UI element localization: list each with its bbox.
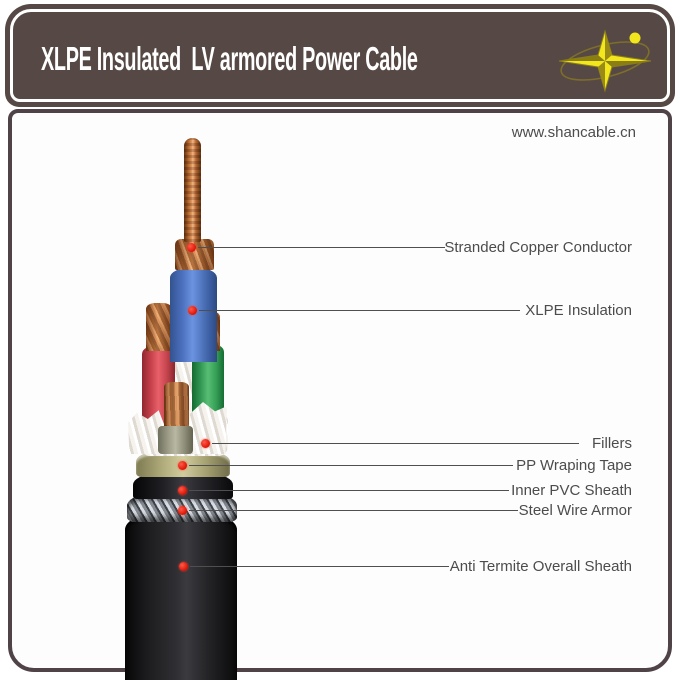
callout-line (189, 465, 513, 466)
callout-dot-icon (187, 243, 196, 252)
callout-label: PP Wraping Tape (516, 457, 632, 474)
cable-bare-copper-wire (184, 138, 201, 242)
callout-label: Steel Wire Armor (518, 502, 632, 519)
callout-dot-icon (188, 306, 197, 315)
callout-dot-icon (178, 506, 187, 515)
callout-label: Anti Termite Overall Sheath (449, 558, 632, 575)
cable-center-core-sheath (158, 426, 193, 454)
callout-line (189, 510, 518, 511)
callout-label: Stranded Copper Conductor (444, 239, 632, 256)
callout-dot-icon (179, 562, 188, 571)
callout-label: Inner PVC Sheath (511, 482, 632, 499)
callout-label: Fillers (592, 435, 632, 452)
callout-line (198, 247, 445, 248)
website-url: www.shancable.cn (511, 124, 636, 141)
callout-dot-icon (201, 439, 210, 448)
header-inner-border (10, 9, 670, 102)
callout-line (199, 310, 520, 311)
callout-label: XLPE Insulation (525, 302, 632, 319)
callout-dot-icon (178, 461, 187, 470)
callout-line (189, 490, 509, 491)
page-title: XLPE Insulated LV armored Power Cable (41, 40, 418, 77)
cable-copper-strands-left (146, 303, 172, 351)
cable-copper-strands-center (164, 382, 189, 432)
callout-line (212, 443, 579, 444)
compass-star-logo-icon (558, 29, 652, 93)
callout-dot-icon (178, 486, 187, 495)
cable-anti-termite-overall-sheath (125, 515, 237, 680)
content-frame (8, 109, 672, 672)
callout-line (190, 566, 449, 567)
header-banner: XLPE Insulated LV armored Power Cable (5, 4, 675, 107)
